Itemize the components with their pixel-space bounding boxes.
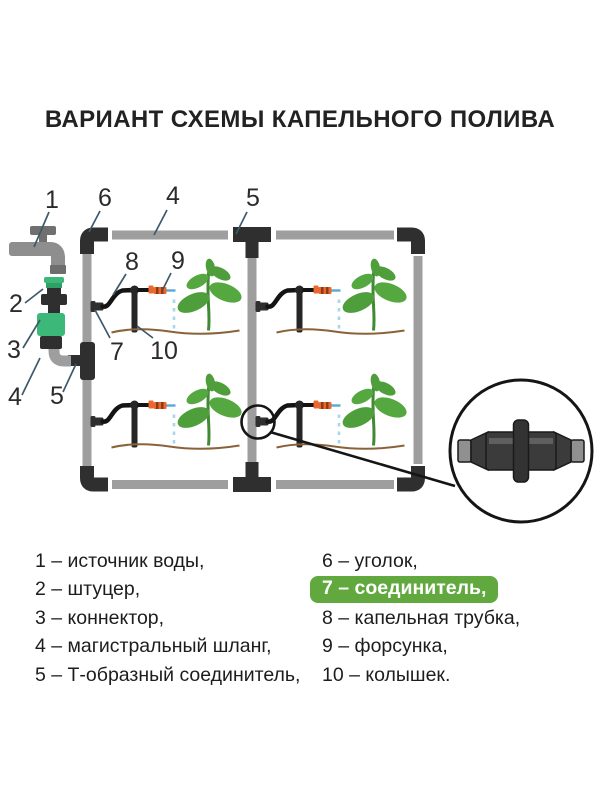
drip-cell	[91, 373, 245, 449]
main-hose-frame	[82, 230, 423, 489]
callout-line-4-left	[21, 357, 41, 396]
tap-icon	[9, 226, 66, 274]
supply-hose	[48, 349, 71, 367]
drip-cell	[256, 373, 410, 449]
magnifier-leader-line	[269, 430, 456, 488]
callout-line-2	[24, 288, 44, 304]
elbow-bottom-right	[397, 466, 425, 492]
callout-3: 3	[7, 336, 21, 364]
callout-8: 8	[125, 248, 139, 276]
legend-item-10: 10 – колышек.	[322, 661, 520, 690]
legend-item-3: 3 – коннектор,	[35, 604, 300, 633]
callout-7: 7	[110, 338, 124, 366]
drip-cell	[256, 258, 410, 334]
callout-1: 1	[45, 186, 59, 214]
magnifier-circle-small	[240, 404, 276, 440]
legend-item-5: 5 – Т-образный соединитель,	[35, 661, 300, 690]
legend-item-7-highlight: 7 – соединитель,	[310, 576, 499, 604]
page-title: ВАРИАНТ СХЕМЫ КАПЕЛЬНОГО ПОЛИВА	[44, 106, 556, 133]
legend-item-4-label: 4 – магистральный шланг,	[35, 635, 272, 658]
legend-column-right: 6 – уголок, 7 – соединитель, 8 – капельн…	[310, 547, 520, 690]
callout-6: 6	[98, 184, 112, 212]
callout-line-5-left	[62, 363, 77, 393]
elbow-top-left	[80, 227, 108, 254]
legend-item-1: 1 – источник воды,	[35, 547, 300, 576]
callout-line-3	[22, 319, 41, 349]
callout-line-4-top	[153, 209, 168, 236]
legend-item-7: 7 – соединитель,	[310, 576, 520, 605]
callout-lines	[21, 209, 248, 396]
callout-line-6	[88, 210, 101, 233]
callout-line-10	[136, 325, 154, 339]
callout-2: 2	[9, 290, 23, 318]
legend-item-10-label: 10 – колышек.	[322, 663, 451, 686]
callout-line-1	[33, 211, 50, 248]
callout-line-8	[112, 273, 127, 296]
callout-line-9	[162, 272, 172, 290]
legend-item-6: 6 – уголок,	[322, 547, 520, 576]
legend-item-8-label: 8 – капельная трубка,	[322, 606, 521, 629]
quick-connector-icon	[37, 313, 65, 349]
corner-elbows	[80, 227, 425, 492]
elbow-top-right	[397, 227, 425, 254]
tee-supply	[68, 342, 95, 380]
elbow-bottom-left	[80, 466, 108, 492]
legend-item-1-label: 1 – источник воды,	[35, 549, 205, 572]
callout-10: 10	[150, 337, 178, 365]
legend-item-6-label: 6 – уголок,	[322, 549, 418, 572]
legend-item-9-label: 9 – форсунка,	[322, 635, 448, 658]
callout-4-top: 4	[166, 182, 180, 210]
drip-cell	[91, 258, 245, 334]
legend-item-2: 2 – штуцер,	[35, 576, 300, 605]
legend-item-4: 4 – магистральный шланг,	[35, 633, 300, 662]
legend-item-2-label: 2 – штуцер,	[35, 578, 141, 601]
legend-item-5-label: 5 – Т-образный соединитель,	[35, 663, 301, 686]
tap-fitting-icon	[41, 277, 67, 313]
barbed-connector-icon	[457, 419, 585, 483]
callout-5-top: 5	[246, 184, 260, 212]
legend-item-9: 9 – форсунка,	[322, 633, 520, 662]
legend-item-8: 8 – капельная трубка,	[322, 604, 520, 633]
legend-item-3-label: 3 – коннектор,	[35, 606, 165, 629]
callout-5-left: 5	[50, 382, 64, 410]
legend-column-left: 1 – источник воды, 2 – штуцер, 3 – конне…	[35, 547, 300, 690]
drip-irrigation-diagram: 1 6 4 5 2 3 4 5 7 10 8 9	[7, 182, 594, 524]
callout-9: 9	[171, 247, 185, 275]
callout-4-left: 4	[8, 383, 22, 411]
callout-line-7	[94, 309, 111, 339]
callout-line-5-top	[235, 211, 248, 235]
tee-connectors	[233, 227, 271, 492]
magnified-connector-view	[448, 378, 594, 524]
